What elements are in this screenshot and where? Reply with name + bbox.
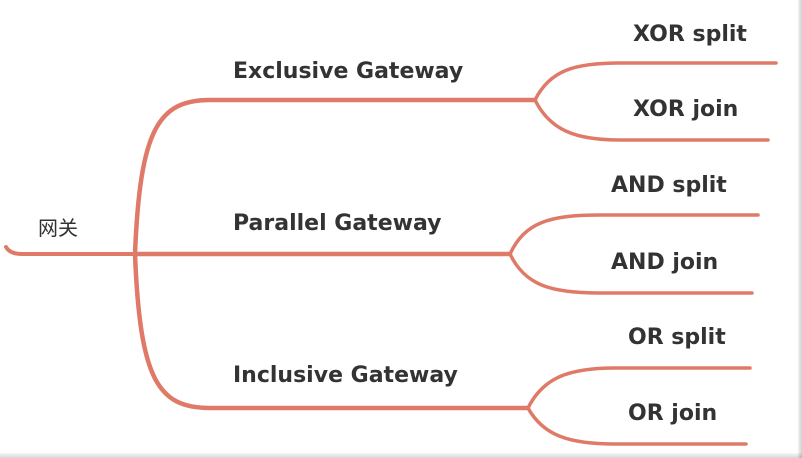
branch-exclusive-gateway[interactable]: Exclusive Gateway: [233, 59, 464, 84]
leaf-and-split[interactable]: AND split: [611, 173, 727, 198]
leaf-xor-join[interactable]: XOR join: [633, 97, 739, 122]
leaf-or-split[interactable]: OR split: [628, 325, 726, 350]
root-node-label[interactable]: 网关: [38, 216, 78, 240]
branch-inclusive-gateway[interactable]: Inclusive Gateway: [233, 363, 458, 388]
connector-xor-split: [533, 61, 778, 102]
leaf-or-join[interactable]: OR join: [628, 401, 718, 426]
leaf-and-join[interactable]: AND join: [611, 250, 719, 275]
branch-parallel-gateway[interactable]: Parallel Gateway: [233, 211, 442, 236]
root-underline: [4, 245, 137, 256]
connector-or-join: [526, 406, 748, 446]
connector-and-join: [508, 252, 754, 295]
connector-exclusive-gateway: [132, 97, 538, 257]
leaf-xor-split[interactable]: XOR split: [633, 22, 747, 47]
connector-xor-join: [533, 98, 770, 142]
connector-inclusive-gateway: [132, 251, 531, 411]
connector-and-split: [508, 213, 760, 256]
connector-or-split: [526, 366, 752, 410]
